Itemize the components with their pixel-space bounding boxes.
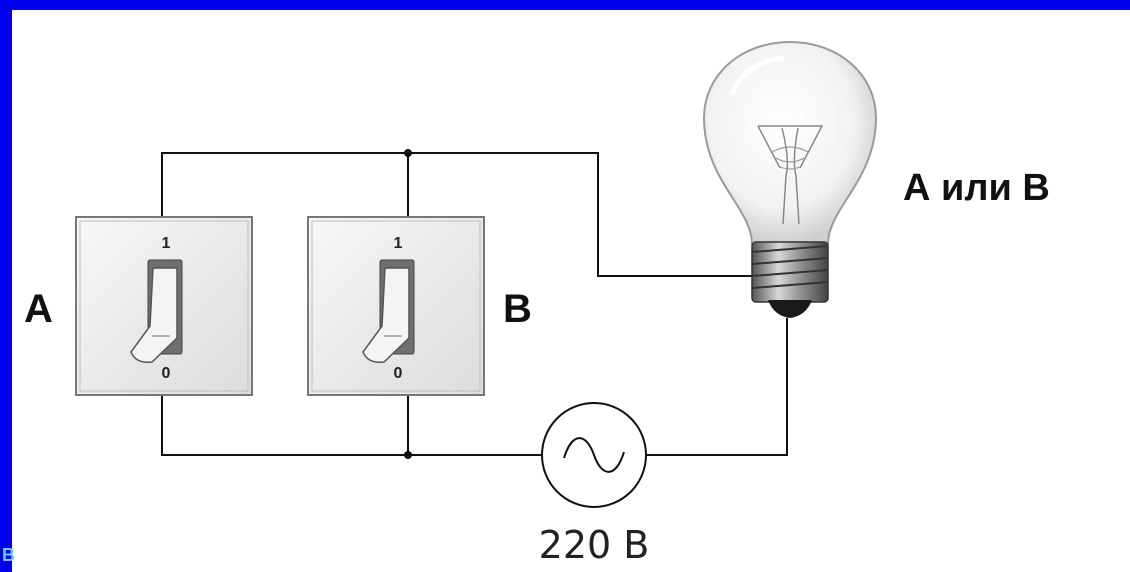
switch-b-on-label: 1 xyxy=(394,235,403,252)
wires xyxy=(161,152,788,456)
switch-b-off-label: 0 xyxy=(394,365,403,382)
source-to-lamp-wire xyxy=(646,318,788,456)
junction-top xyxy=(404,149,412,157)
junction-bottom xyxy=(404,451,412,459)
sine-wave-icon xyxy=(563,437,625,473)
switch-a[interactable] xyxy=(75,216,253,396)
ac-source xyxy=(541,402,647,508)
switch-b-toggle xyxy=(362,267,410,364)
bulb-filament xyxy=(757,125,824,225)
top-wire xyxy=(161,152,766,277)
source-voltage-label: 220 В xyxy=(539,523,650,567)
switch-a-name: A xyxy=(24,287,53,331)
switch-a-toggle xyxy=(130,267,178,364)
lamp-label: А или В xyxy=(903,167,1050,209)
switch-a-off-label: 0 xyxy=(162,365,171,382)
corner-letter: В xyxy=(2,545,15,565)
switch-b-name: B xyxy=(503,287,532,331)
bulb-tip xyxy=(768,300,812,318)
switch-a-on-label: 1 xyxy=(162,235,171,252)
circuit-diagram: 1 0 A 1 0 B 220 В А или В xyxy=(24,40,1050,567)
bottom-wire xyxy=(161,395,542,456)
light-bulb-icon xyxy=(702,40,878,318)
diagram-stage: 1 0 A 1 0 B 220 В А или В xyxy=(12,10,1130,572)
switch-b[interactable] xyxy=(307,216,485,396)
